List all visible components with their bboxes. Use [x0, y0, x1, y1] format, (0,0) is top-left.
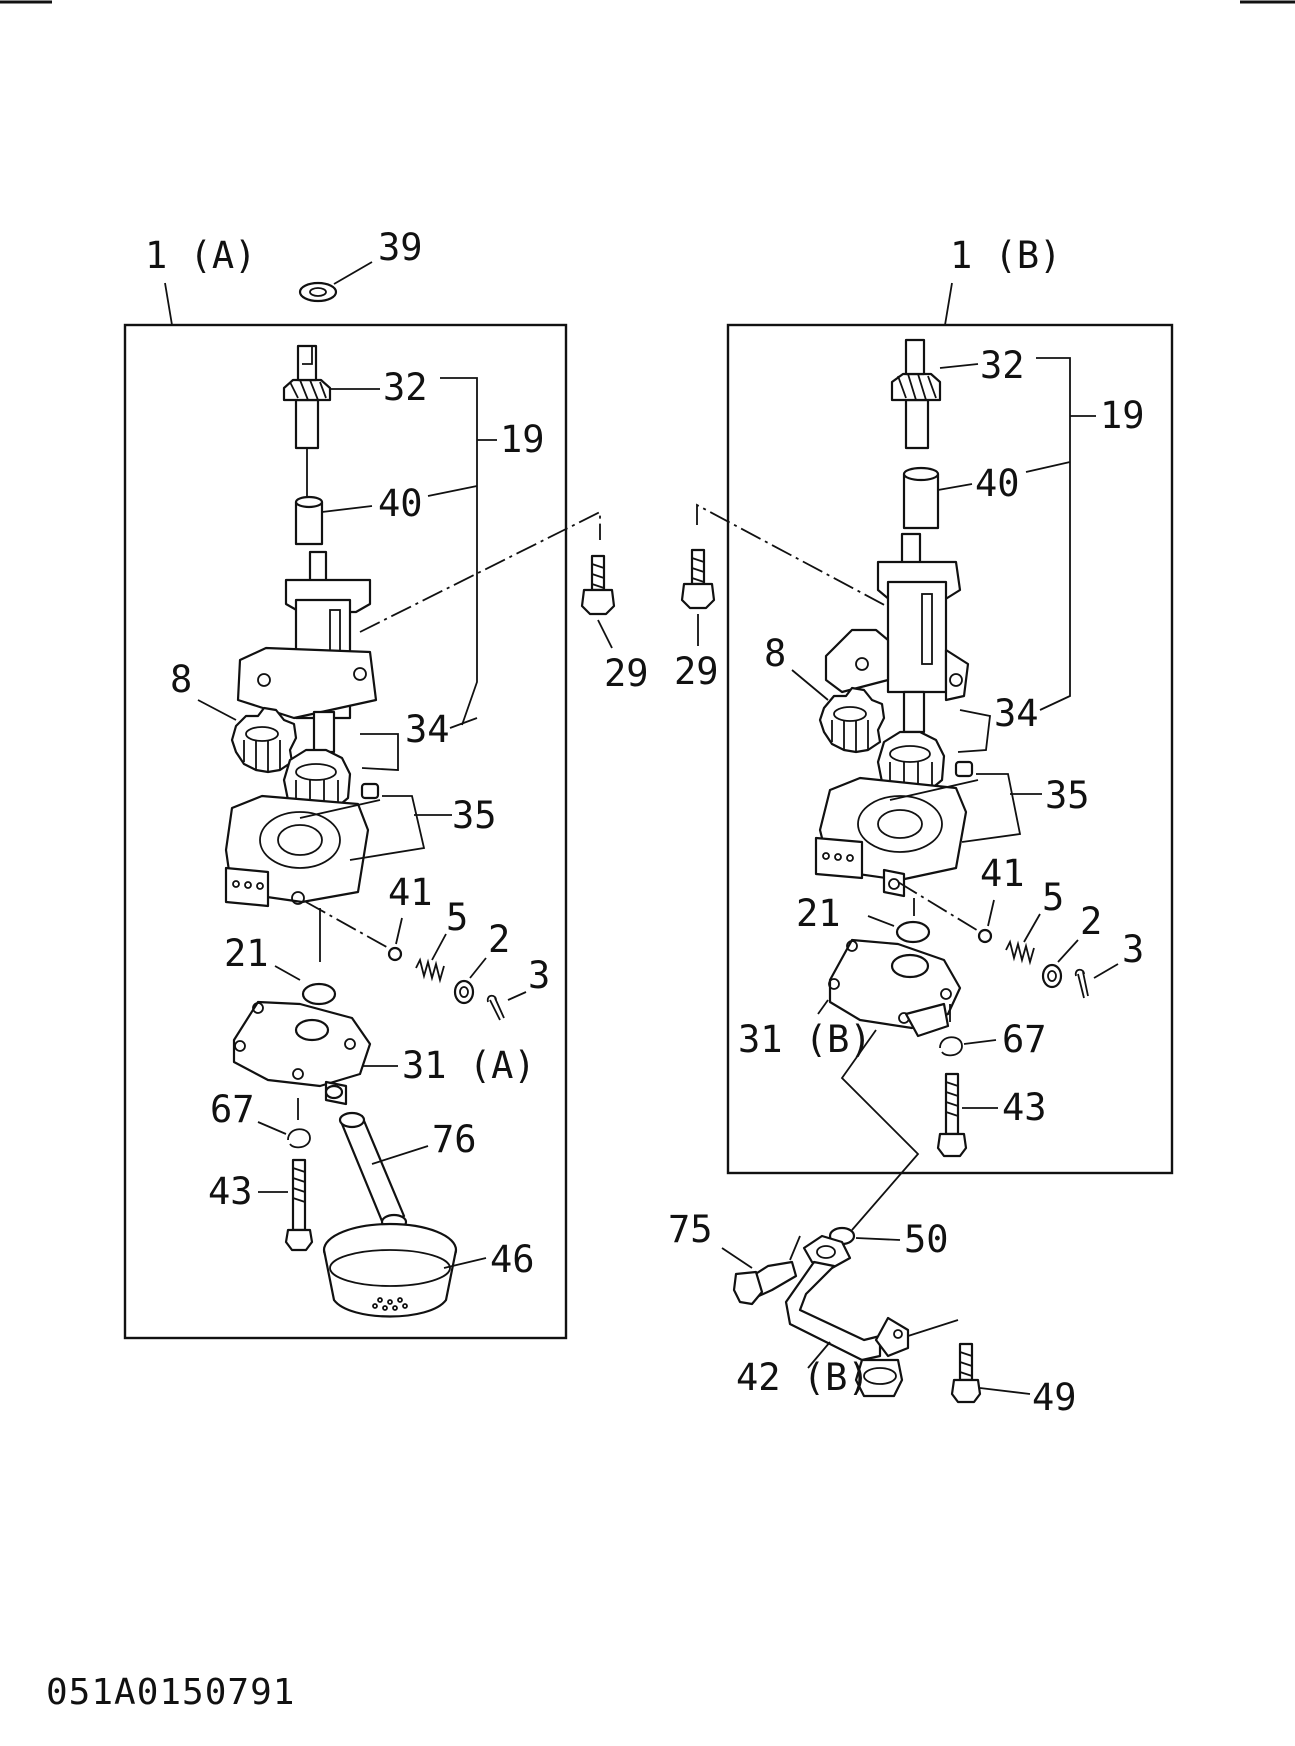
assembly-a-label: 1 (A)	[145, 234, 256, 277]
cotter-pin-3-b-icon	[1074, 968, 1089, 999]
callout-3-a: 3	[528, 954, 550, 997]
document-code: 051A0150791	[46, 1672, 295, 1713]
cotter-pin-3-a-icon	[486, 994, 505, 1021]
callout-5-a: 5	[446, 896, 468, 939]
callout-39: 39	[378, 226, 423, 269]
callout-43-a: 43	[208, 1170, 253, 1213]
callout-67-a: 67	[210, 1088, 255, 1131]
callout-40-b: 40	[975, 462, 1020, 505]
o-ring-21-a-icon	[301, 982, 337, 1006]
washer-39-icon	[298, 281, 338, 303]
callout-19-a: 19	[500, 418, 545, 461]
plug-2-b-icon	[1041, 963, 1063, 989]
snap-ring-67-a-icon	[287, 1128, 311, 1149]
drive-gear-32-b-icon	[890, 338, 942, 450]
callout-2-a: 2	[488, 918, 510, 961]
plug-2-a-icon	[453, 979, 475, 1005]
bushing-40-b-icon	[902, 466, 940, 530]
strainer-46-icon	[322, 1222, 458, 1318]
spring-5-b-icon	[1005, 939, 1035, 966]
callout-40-a: 40	[378, 482, 423, 525]
assembly-a: 1 (A) 39 32 19 40	[123, 226, 568, 1340]
drive-gear-32-icon	[282, 344, 332, 450]
callout-8-a: 8	[170, 658, 192, 701]
pipe-assembly-42b: 75 50 42 (B) 49	[668, 1208, 1077, 1419]
callout-34-b: 34	[994, 692, 1039, 735]
ball-41-b-icon	[977, 928, 993, 944]
gear-8-a-icon	[230, 706, 298, 774]
callout-43-b: 43	[1002, 1086, 1047, 1129]
suction-pipe-76-icon	[338, 1111, 408, 1231]
callout-5-b: 5	[1042, 876, 1064, 919]
pump-shaft-assembly-34-icon	[236, 550, 378, 754]
callout-21-b: 21	[796, 892, 841, 935]
cover-31b-icon	[828, 938, 962, 1038]
assembly-b: 1 (B) 32 19 40	[726, 234, 1174, 1231]
callout-46: 46	[490, 1238, 535, 1281]
callout-76: 76	[432, 1118, 477, 1161]
callout-31b: 31 (B)	[738, 1018, 872, 1061]
callout-21-a: 21	[224, 932, 269, 975]
bolt-43-b-icon	[936, 1072, 968, 1158]
gear-8-b-icon	[818, 686, 886, 754]
bushing-40-icon	[294, 495, 324, 546]
callout-67-b: 67	[1002, 1018, 1047, 1061]
callout-75: 75	[668, 1208, 713, 1251]
assembly-b-label: 1 (B)	[950, 234, 1061, 277]
suction-pipe-42b-icon	[784, 1234, 910, 1398]
callout-29-left: 29	[604, 652, 649, 695]
snap-ring-67-b-icon	[939, 1036, 963, 1057]
bolt-29-right-icon	[680, 548, 716, 610]
callout-32-b: 32	[980, 344, 1025, 387]
cover-31a-icon	[232, 1000, 372, 1106]
callout-31a: 31 (A)	[402, 1044, 536, 1087]
assembly-b-frame	[726, 323, 1174, 1175]
o-ring-21-b-icon	[895, 920, 931, 944]
callout-32-a: 32	[383, 366, 428, 409]
callout-8-b: 8	[764, 632, 786, 675]
assembly-a-frame	[123, 323, 568, 1340]
callout-34-a: 34	[405, 708, 450, 751]
spring-5-a-icon	[415, 957, 445, 984]
callout-50: 50	[904, 1218, 949, 1261]
callout-41-b: 41	[980, 852, 1025, 895]
callout-2-b: 2	[1080, 900, 1102, 943]
bolt-75-icon	[732, 1260, 798, 1306]
callout-29-right: 29	[674, 650, 719, 693]
callout-41-a: 41	[388, 871, 433, 914]
pump-case-35-b-icon	[814, 760, 974, 898]
callout-35-b: 35	[1045, 774, 1090, 817]
callout-49: 49	[1032, 1376, 1077, 1419]
callout-35-a: 35	[452, 794, 497, 837]
ball-41-a-icon	[387, 946, 403, 962]
pump-case-35-icon	[224, 782, 380, 908]
bolt-43-a-icon	[284, 1158, 314, 1252]
bolt-29-left-icon	[580, 554, 616, 616]
driven-gear-a-icon	[282, 748, 352, 814]
callout-42b: 42 (B)	[736, 1356, 870, 1399]
callout-19-b: 19	[1100, 394, 1145, 437]
bolts-29: 29 29	[359, 503, 906, 695]
bolt-49-icon	[950, 1342, 982, 1404]
callout-3-b: 3	[1122, 928, 1144, 971]
